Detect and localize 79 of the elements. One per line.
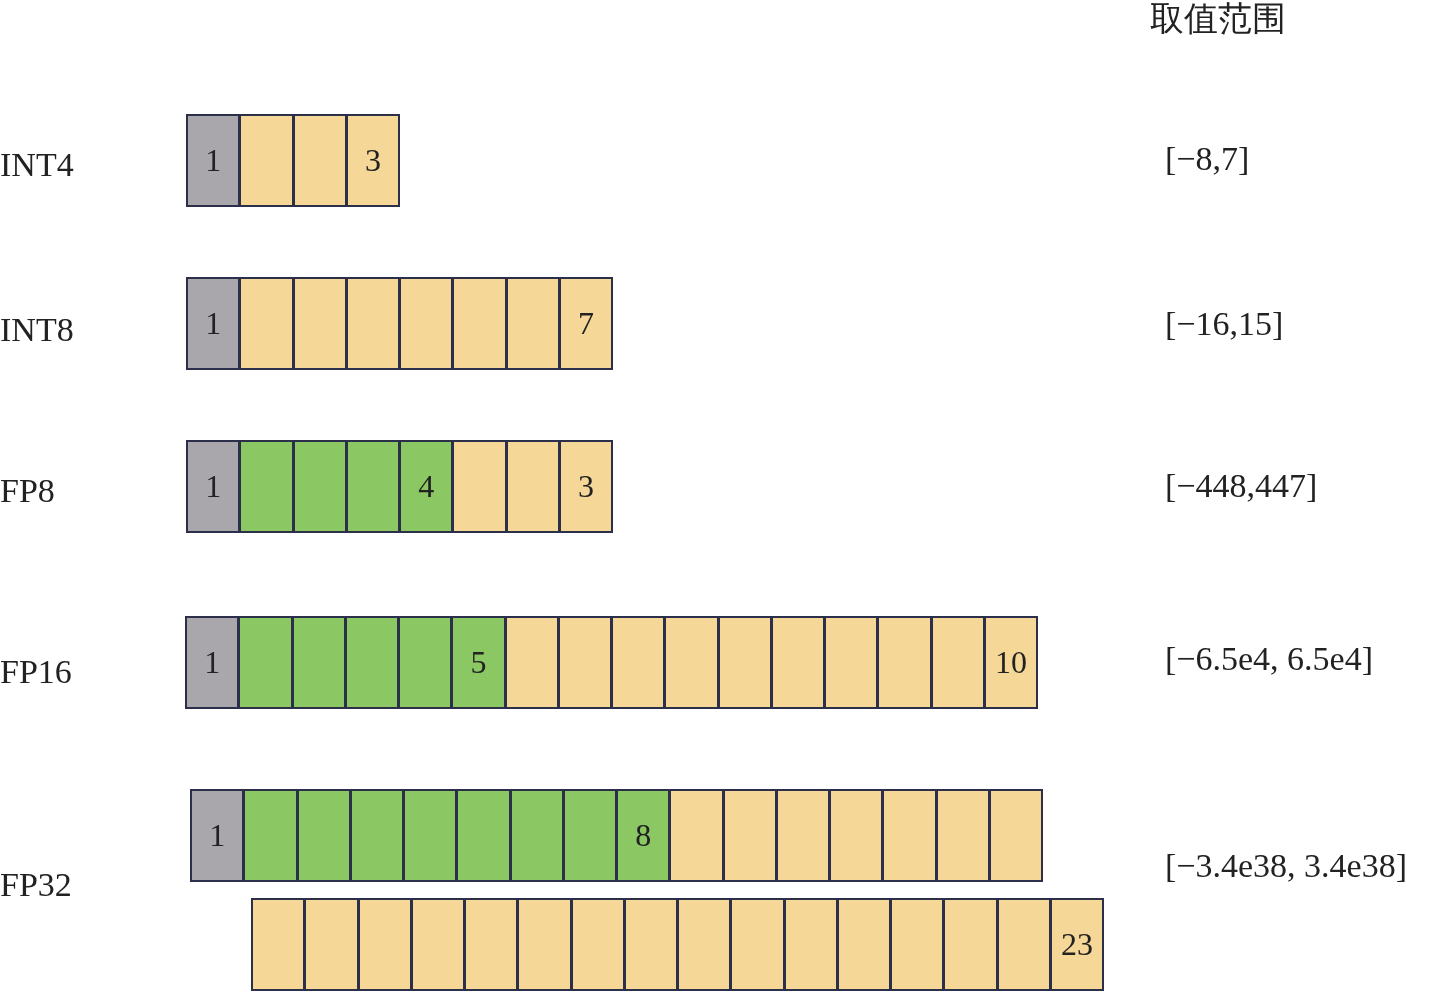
- bit-cell: [456, 789, 511, 882]
- bit-cell: 10: [983, 616, 1038, 709]
- bit-cell: [398, 616, 453, 709]
- bit-cell: [345, 440, 400, 533]
- bit-cell: [251, 898, 306, 991]
- bit-cell: [935, 789, 990, 882]
- bit-cell: [357, 898, 412, 991]
- range-label: [−448,447]: [1165, 469, 1318, 503]
- bit-cell: [877, 616, 932, 709]
- bit-cell: [344, 616, 399, 709]
- bit-cell: [623, 898, 678, 991]
- bit-cell: [996, 898, 1051, 991]
- bit-cell: [557, 616, 612, 709]
- bit-cell: [349, 789, 404, 882]
- row-label: INT8: [0, 313, 74, 347]
- bit-cell: [304, 898, 359, 991]
- bit-cell: [562, 789, 617, 882]
- bit-cell: 5: [451, 616, 506, 709]
- bit-cell: [829, 789, 884, 882]
- bit-cell: [452, 277, 507, 370]
- range-label: [−16,15]: [1165, 307, 1284, 341]
- bit-cell: [292, 114, 347, 207]
- bit-cell: [238, 616, 293, 709]
- row-label: INT4: [0, 148, 74, 182]
- bit-cell: 1: [186, 277, 241, 370]
- bit-cell: 1: [186, 440, 241, 533]
- bit-cell: [890, 898, 945, 991]
- bit-cell: [292, 277, 347, 370]
- range-label: [−3.4e38, 3.4e38]: [1165, 849, 1407, 883]
- column-heading: 取值范围: [1150, 2, 1286, 36]
- bit-cell: [345, 277, 400, 370]
- bit-cell: [505, 277, 560, 370]
- bit-cell: [403, 789, 458, 882]
- bit-cell: [296, 789, 351, 882]
- bit-cell: [452, 440, 507, 533]
- bit-cell: [669, 789, 724, 882]
- bit-cell: [505, 440, 560, 533]
- bit-cell: [664, 616, 719, 709]
- bit-cell: 4: [399, 440, 454, 533]
- bit-cell: [677, 898, 732, 991]
- bit-cell: [410, 898, 465, 991]
- bit-cell: [783, 898, 838, 991]
- bit-cell: 3: [345, 114, 400, 207]
- bit-cell: [770, 616, 825, 709]
- row-label: FP8: [0, 474, 55, 508]
- bit-cell: 1: [185, 616, 240, 709]
- bit-cell: [943, 898, 998, 991]
- bit-cell: 8: [616, 789, 671, 882]
- bit-cell: [464, 898, 519, 991]
- bit-cell: [291, 616, 346, 709]
- bit-cell: [509, 789, 564, 882]
- bit-cell: 7: [558, 277, 613, 370]
- bit-cell: [775, 789, 830, 882]
- bit-cell: [504, 616, 559, 709]
- row-label: FP16: [0, 655, 72, 689]
- bit-cell: [611, 616, 666, 709]
- bit-cell: [239, 277, 294, 370]
- range-label: [−8,7]: [1165, 142, 1250, 176]
- bit-cell: [730, 898, 785, 991]
- row-label: FP32: [0, 868, 72, 902]
- bit-cell: [292, 440, 347, 533]
- bit-cell: 3: [558, 440, 613, 533]
- bit-cell: 1: [186, 114, 241, 207]
- bit-cell: [717, 616, 772, 709]
- bit-cell: [988, 789, 1043, 882]
- bit-cell: [239, 440, 294, 533]
- bit-cell: 23: [1049, 898, 1104, 991]
- bit-cell: [243, 789, 298, 882]
- bit-cell: [399, 277, 454, 370]
- bit-cell: [517, 898, 572, 991]
- range-label: [−6.5e4, 6.5e4]: [1165, 642, 1373, 676]
- bit-cell: [882, 789, 937, 882]
- bit-cell: [930, 616, 985, 709]
- bit-cell: [836, 898, 891, 991]
- bit-cell: [239, 114, 294, 207]
- bit-cell: [570, 898, 625, 991]
- bit-cell: [824, 616, 879, 709]
- bit-cell: 1: [190, 789, 245, 882]
- bit-cell: [722, 789, 777, 882]
